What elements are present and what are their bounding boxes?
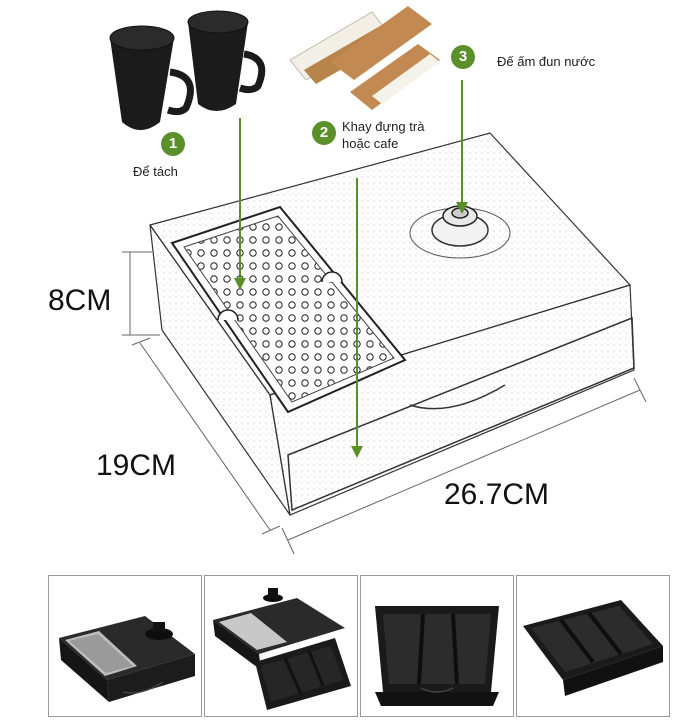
dimension-height: 8CM bbox=[48, 284, 112, 317]
thumbnail-closed-box[interactable] bbox=[48, 575, 202, 717]
coffee-sachets bbox=[289, 6, 440, 110]
drawer-handle bbox=[409, 384, 506, 410]
callout-number-3: 3 bbox=[451, 45, 475, 69]
callout-label-1: Để tách bbox=[133, 164, 178, 179]
drawer-front bbox=[287, 316, 635, 512]
box-left-face bbox=[149, 224, 291, 516]
espresso-cups bbox=[109, 10, 266, 130]
thumbnail-empty-drawer[interactable] bbox=[360, 575, 514, 717]
closed-box-image bbox=[59, 616, 195, 702]
thumbnail-drawer-angle[interactable] bbox=[516, 575, 670, 717]
callout-label-2-line1: Khay đựng trà bbox=[342, 119, 425, 134]
callout-number-1: 1 bbox=[161, 132, 185, 156]
product-diagram bbox=[109, 6, 647, 555]
callout-number-2: 2 bbox=[312, 121, 336, 145]
empty-drawer-image bbox=[375, 606, 499, 706]
callout-label-2-line2: hoặc cafe bbox=[342, 136, 399, 151]
drawer-angle-image bbox=[523, 600, 663, 696]
callout-label-3: Đế ấm đun nước bbox=[497, 54, 596, 69]
open-drawer-image bbox=[213, 588, 351, 710]
callout-label-2: Khay đựng trà hoặc cafe bbox=[342, 118, 424, 152]
thumbnail-open-drawer[interactable] bbox=[204, 575, 358, 717]
dimension-width: 26.7CM bbox=[444, 478, 550, 511]
dimension-depth: 19CM bbox=[96, 449, 177, 482]
